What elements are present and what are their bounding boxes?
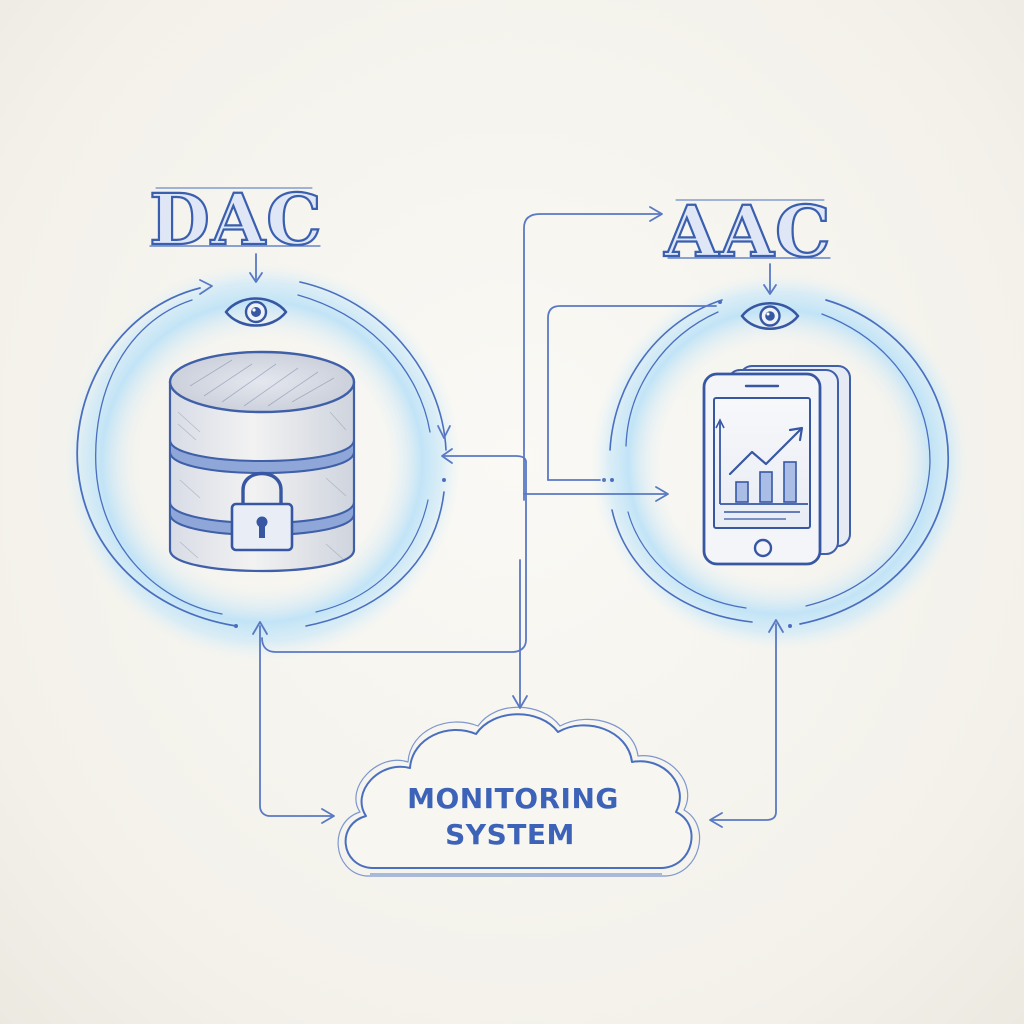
aac-node: AAC [590, 189, 970, 652]
dac-node: DAC [62, 177, 462, 662]
connector-hub-to-aac-label [523, 206, 663, 501]
connector-aac-monitoring [709, 619, 784, 828]
chart-icon [715, 418, 808, 520]
monitoring-label-line1: MONITORING [407, 782, 619, 815]
aac-label: AAC [663, 190, 831, 273]
connector-hub-to-dac [261, 448, 527, 653]
connector-hub-to-aac [523, 305, 717, 502]
monitoring-node: MONITORING SYSTEM [337, 706, 701, 877]
connector-hub-to-monitoring [512, 559, 528, 709]
eye-icon [740, 302, 800, 330]
monitoring-label-line2: SYSTEM [445, 818, 575, 851]
database-icon [168, 350, 356, 573]
connectors [252, 206, 784, 828]
dac-label: DAC [149, 178, 323, 261]
padlock-icon [230, 471, 294, 552]
connector-dac-monitoring [252, 621, 335, 824]
smartphone-icon [702, 365, 851, 566]
dac-ring [76, 279, 451, 628]
eye-icon [224, 297, 288, 327]
cloud-icon [337, 706, 701, 877]
aac-ring [609, 299, 949, 628]
